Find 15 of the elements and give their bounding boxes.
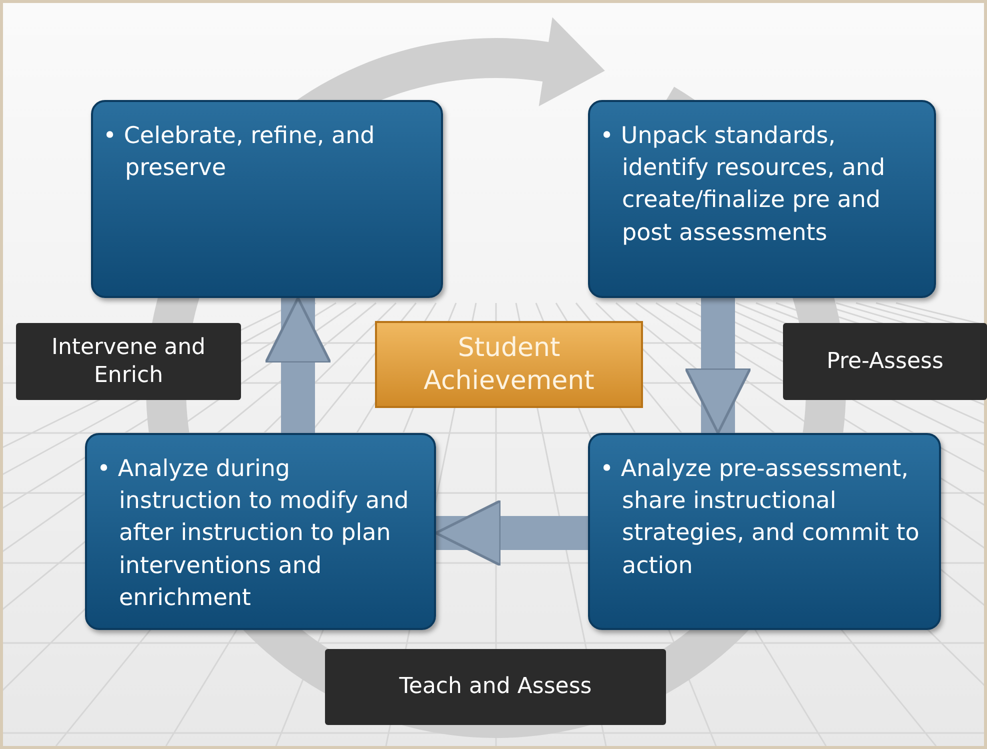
step-box bbox=[588, 433, 941, 630]
phase-label-box: Intervene and Enrich bbox=[16, 323, 241, 400]
phase-label-box: Pre-Assess bbox=[783, 323, 987, 400]
block-arrow bbox=[684, 298, 752, 434]
bullet-text: • Analyze during instruction to modify and after instruction to plan interventions and enrichment bbox=[97, 455, 410, 613]
bullet-text: • Unpack standards, identify resources, and create/finalize pre and post assessments bbox=[600, 122, 886, 248]
bullet-text: • Celebrate, refine, and preserve bbox=[103, 122, 376, 184]
center-box: Student Achievement bbox=[375, 321, 643, 408]
step-box bbox=[588, 100, 936, 298]
block-arrow bbox=[264, 296, 332, 433]
bullet-text: • Analyze pre-assessment, share instructional strategies, and commit to action bbox=[600, 455, 920, 581]
block-arrow bbox=[434, 499, 588, 567]
step-box bbox=[91, 100, 443, 298]
step-box bbox=[85, 433, 436, 630]
phase-label-box: Teach and Assess bbox=[325, 649, 666, 725]
